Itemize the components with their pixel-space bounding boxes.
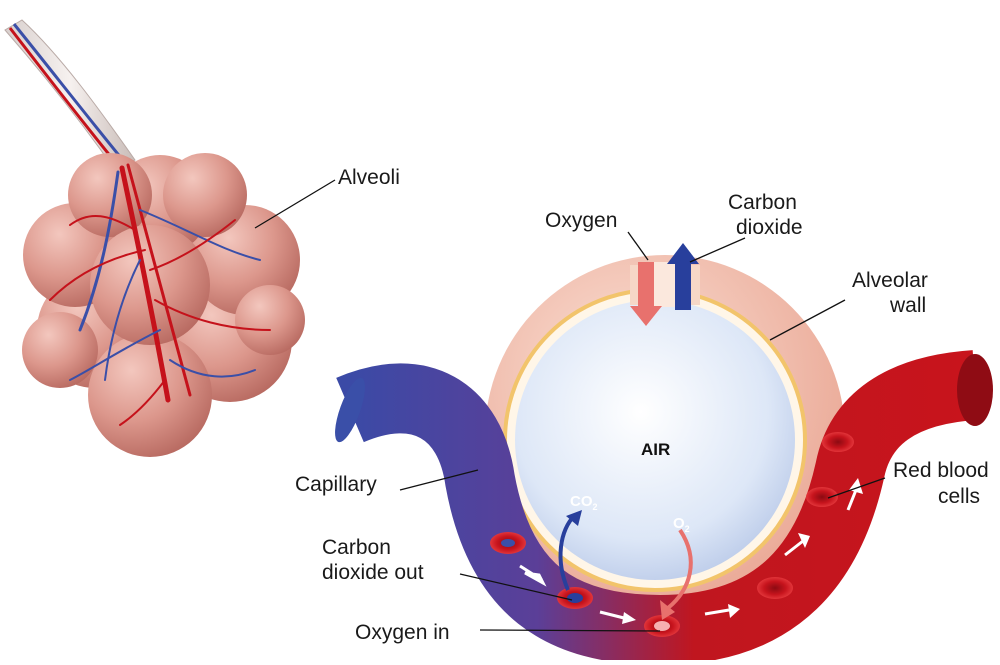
- co2-arrow-icon: [667, 243, 699, 310]
- label-alveolar-wall-line2: wall: [890, 294, 927, 317]
- label-carbon-dioxide-line2: dioxide: [736, 216, 803, 239]
- leader-lines: [254, 179, 886, 632]
- label-oxygen: Oxygen: [545, 209, 618, 232]
- label-capillary: Capillary: [295, 473, 377, 496]
- label-co2: CO2: [570, 493, 598, 512]
- alveolus-cross-section: [485, 255, 845, 615]
- o2-entry-arrow-icon: [666, 528, 693, 610]
- label-carbon-dioxide-line1: Carbon: [728, 191, 797, 214]
- label-co2-out-line2: dioxide out: [322, 561, 424, 584]
- red-blood-cell: [822, 432, 854, 452]
- label-co2-out-line1: Carbon: [322, 536, 391, 559]
- label-alveoli: Alveoli: [338, 166, 400, 189]
- air-sac: [515, 300, 795, 580]
- red-blood-cell: [806, 487, 838, 507]
- label-alveolar-wall-line1: Alveolar: [852, 269, 928, 292]
- label-air: AIR: [641, 440, 671, 459]
- flow-arrows: [519, 478, 863, 624]
- label-oxygen-in: Oxygen in: [355, 621, 450, 644]
- oxygen-arrow-icon: [630, 262, 662, 326]
- alveoli-cluster: [4, 19, 305, 457]
- red-blood-cell: [757, 577, 793, 599]
- label-o2: O2: [673, 515, 690, 534]
- label-red-blood-cells-line2: cells: [938, 485, 981, 508]
- label-red-blood-cells-line1: Red blood: [893, 459, 989, 482]
